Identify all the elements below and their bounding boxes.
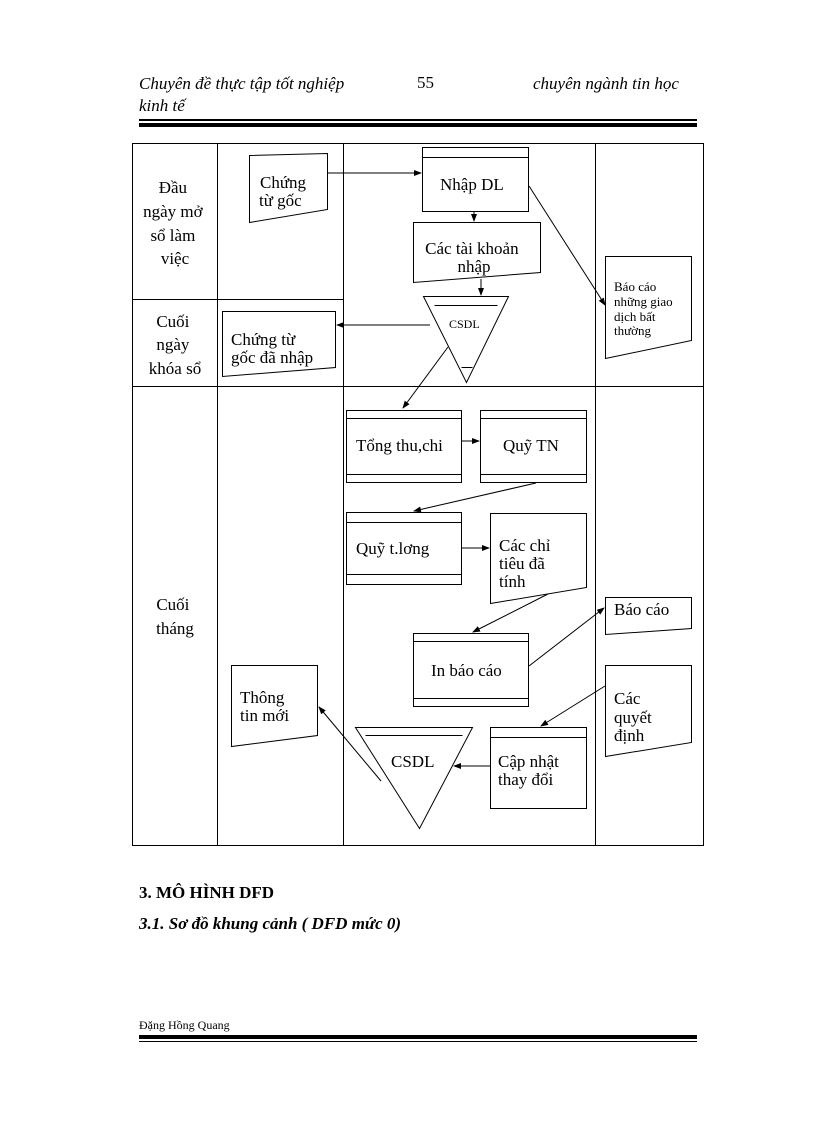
lane2-line1: Cuối [156, 312, 189, 331]
process-salary-fund [346, 512, 462, 585]
process-update-changes [490, 727, 587, 809]
arrow-csdl-to-total [402, 346, 449, 409]
doc-new-info [231, 665, 318, 748]
store-csdl-bottom-label: CSDL [391, 752, 434, 771]
header-left-line1: Chuyên đề thực tập tốt nghiệp [139, 74, 345, 93]
lane3-line1: Cuối [156, 595, 189, 614]
process-input-data [422, 147, 529, 212]
lane1-line2: ngày mở [143, 202, 204, 221]
header-rule-thin [139, 119, 697, 121]
process-update-changes-label: Cập nhật thay đổi [498, 752, 563, 789]
doc-entered-vouchers [222, 311, 336, 378]
process-income-fund-label: Quỹ TN [503, 436, 559, 455]
lane3-line2: tháng [156, 619, 194, 638]
doc-report [605, 597, 692, 636]
process-total-label: Tổng thu,chi [356, 436, 443, 455]
arrow-csdl-to-new-info [318, 706, 382, 782]
page-number: 55 [417, 73, 434, 92]
doc-new-info-label: Thông tin mới [240, 688, 289, 725]
doc-accounts-entered-label: Các tài khoản nhập [425, 239, 523, 276]
footer-author: Đặng Hồng Quang [139, 1018, 230, 1032]
doc-decisions [605, 665, 692, 758]
store-csdl-top-label: CSDL [449, 317, 480, 331]
doc-entered-vouchers-label: Chứng từ gốc đã nhập [231, 330, 313, 367]
store-csdl-bottom [354, 727, 474, 830]
header-rule-thick [139, 123, 697, 127]
system-flowchart: Đầu ngày mở sổ làm việc Cuối ngày khóa s… [132, 143, 704, 846]
process-total-income-expense [346, 410, 462, 483]
lane-label-end-month: Cuối tháng [156, 595, 194, 638]
footer-rule-thin [139, 1041, 697, 1042]
process-input-data-label: Nhập DL [440, 175, 504, 194]
swimlane-grid [132, 143, 704, 846]
lane2-line2: ngày [156, 335, 190, 354]
lane1-line1: Đầu [159, 178, 188, 197]
arrow-print-to-report [528, 607, 605, 667]
arrow-input-to-abnormal-report [528, 185, 606, 306]
arrow-indicators-to-print [472, 593, 549, 633]
doc-abnormal-report-label: Báo cáo những giao dịch bất thường [614, 279, 676, 338]
doc-calculated-indicators-label: Các chỉ tiêu đã tính [499, 536, 555, 591]
doc-decisions-label: Các quyết định [614, 689, 656, 745]
arrow-income-fund-to-salary-fund [413, 482, 537, 513]
lane2-line3: khóa sổ [149, 359, 201, 378]
lane1-line3: sổ làm [150, 226, 195, 245]
doc-source-vouchers [249, 152, 328, 224]
process-income-fund [480, 410, 587, 483]
doc-source-vouchers-label: Chứng từ gốc [259, 173, 310, 210]
doc-accounts-entered [413, 222, 541, 284]
process-print-report-label: In báo cáo [431, 661, 502, 680]
store-csdl-top [422, 296, 510, 384]
doc-report-label: Báo cáo [614, 600, 669, 619]
section-heading: 3. MÔ HÌNH DFD [139, 883, 275, 902]
lane-label-end-day: Cuối ngày khóa sổ [149, 312, 201, 378]
footer-rule-thick [139, 1035, 697, 1039]
lane-label-start-day: Đầu ngày mở sổ làm việc [143, 178, 207, 268]
process-print-report [413, 633, 529, 707]
header-right: chuyên ngành tin học [533, 74, 679, 93]
arrow-decisions-to-update [540, 685, 606, 727]
lane1-line4: việc [161, 249, 190, 268]
process-salary-fund-label: Quỹ t.lơng [356, 539, 430, 558]
doc-calculated-indicators [490, 513, 587, 605]
doc-abnormal-report [605, 256, 692, 360]
section-subheading: 3.1. Sơ đồ khung cảnh ( DFD mức 0) [139, 914, 402, 933]
header-left-line2: kinh tế [139, 96, 185, 115]
